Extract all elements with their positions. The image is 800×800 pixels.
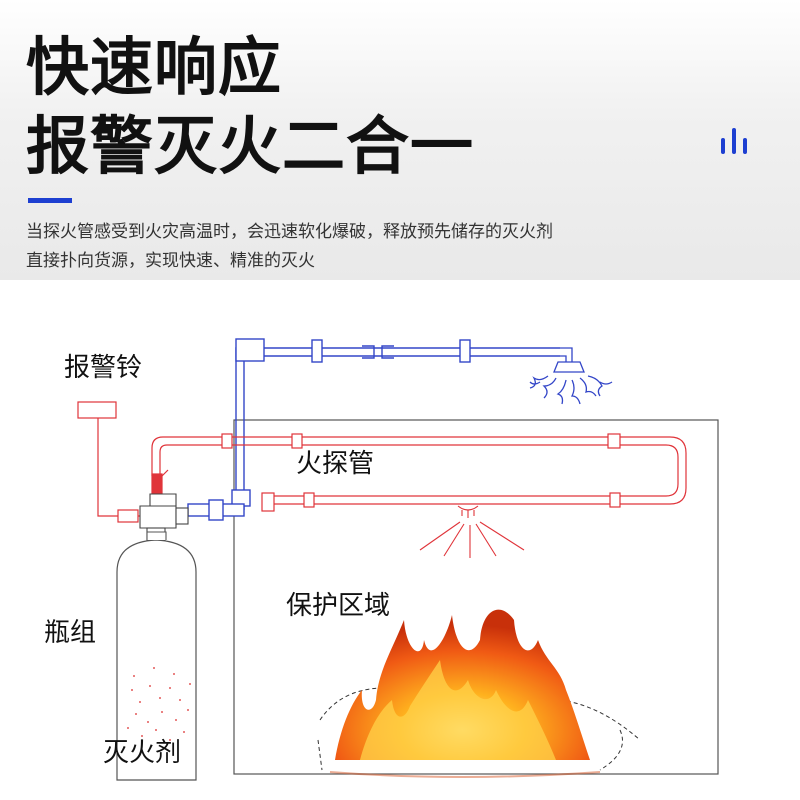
protection-zone-box <box>233 419 719 775</box>
description-line-1: 当探火管感受到火灾高温时，会迅速软化爆破，释放预先储存的灭火剂 <box>26 222 553 242</box>
sprinkler-icon <box>529 347 613 405</box>
label-agent: 灭火剂 <box>103 738 181 768</box>
title-line-1: 快速响应 <box>26 31 282 104</box>
suppression-diagram: 报警铃 火探管 保护区域 瓶组 灭火剂 <box>44 338 719 781</box>
label-protection-zone: 保护区域 <box>286 591 390 621</box>
agent-cylinder <box>116 531 197 781</box>
discharge-pipe <box>187 338 560 521</box>
description-line-2: 直接扑向货源，实现快速、精准的灭火 <box>26 251 315 271</box>
spray-nozzle <box>419 505 525 558</box>
accent-bar <box>28 198 72 203</box>
agent-particles <box>127 667 191 741</box>
label-fire-tube: 火探管 <box>296 449 374 479</box>
label-alarm-bell: 报警铃 <box>64 353 142 383</box>
title-line-2: 报警灭火二合一 <box>26 110 474 183</box>
label-cylinder: 瓶组 <box>44 618 96 648</box>
header-panel: 快速响应 报警灭火二合一 当探火管感受到火灾高温时，会迅速软化爆破，释放预先储存… <box>0 0 800 280</box>
fire-detection-tube <box>77 401 687 523</box>
flame-icon <box>317 609 641 778</box>
bars-icon <box>721 128 747 154</box>
